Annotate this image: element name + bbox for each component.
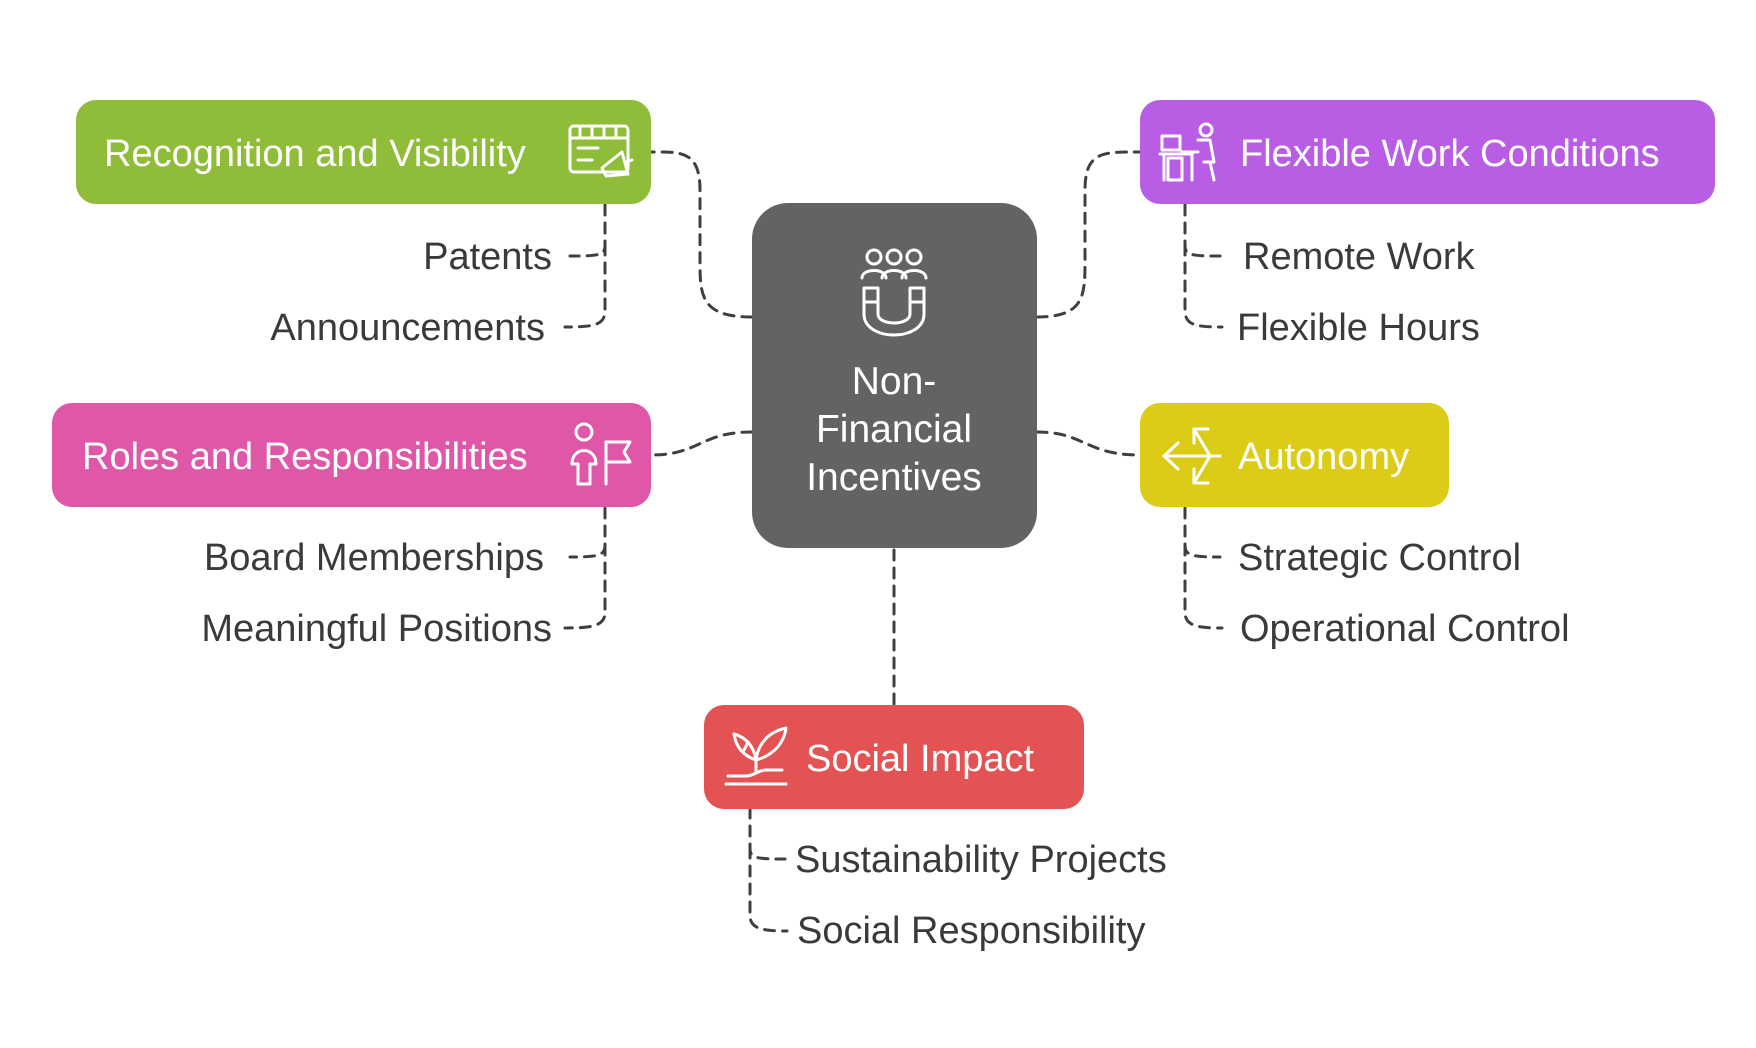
connector-autonomy-strategic <box>1183 506 1222 559</box>
calendar-megaphone-icon <box>568 124 634 178</box>
autonomy-item-strategic-control: Strategic Control <box>1238 537 1521 579</box>
roles-label: Roles and Responsibilities <box>82 436 528 478</box>
team-magnet-icon <box>860 248 928 337</box>
branch-flexible[interactable]: Flexible Work Conditions <box>1140 100 1715 204</box>
connector-center-flexible <box>1035 150 1142 319</box>
connector-flexible-hours <box>1183 243 1224 329</box>
center-node-box <box>752 203 1037 548</box>
roles-box[interactable] <box>52 403 651 507</box>
person-at-desk-icon <box>1158 122 1216 182</box>
center-title-line-3: Incentives <box>806 456 982 499</box>
branch-social[interactable]: Social Impact <box>704 705 1084 809</box>
connector-social-sustainability <box>748 806 787 861</box>
flexible-box[interactable] <box>1140 100 1715 204</box>
connector-recognition-announcements <box>563 243 607 329</box>
plant-hand-icon <box>724 726 788 786</box>
flexible-item-flexible-hours: Flexible Hours <box>1237 307 1480 349</box>
autonomy-item-operational-control: Operational Control <box>1240 608 1570 650</box>
social-item-sustainability-projects: Sustainability Projects <box>795 839 1167 881</box>
connector-center-roles <box>649 430 754 457</box>
recognition-label: Recognition and Visibility <box>104 133 526 175</box>
flexible-item-remote-work: Remote Work <box>1243 236 1476 278</box>
connector-flexible-remote <box>1183 203 1222 258</box>
flexible-label: Flexible Work Conditions <box>1240 133 1660 175</box>
branch-recognition[interactable]: Recognition and Visibility <box>76 100 651 204</box>
branch-roles[interactable]: Roles and Responsibilities <box>52 403 651 507</box>
roles-item-meaningful-positions: Meaningful Positions <box>201 608 552 650</box>
center-node: Non- Financial Incentives <box>752 203 1037 548</box>
person-flag-icon <box>570 422 632 486</box>
connector-roles-board <box>568 506 607 559</box>
connector-autonomy-operational <box>1183 543 1224 630</box>
recognition-box[interactable] <box>76 100 651 204</box>
autonomy-label: Autonomy <box>1238 436 1409 478</box>
connector-recognition-patents <box>568 203 607 258</box>
center-title-line-2: Financial <box>816 408 972 451</box>
social-item-social-responsibility: Social Responsibility <box>797 910 1146 952</box>
connector-social-responsibility <box>748 846 789 933</box>
connector-roles-meaningful <box>563 543 607 630</box>
autonomy-box[interactable] <box>1140 403 1449 507</box>
roles-item-board-memberships: Board Memberships <box>204 537 544 579</box>
recognition-item-patents: Patents <box>423 236 552 278</box>
connector-center-autonomy <box>1035 430 1142 457</box>
center-title-line-1: Non- <box>852 360 937 403</box>
connector-center-recognition <box>649 150 754 319</box>
branch-autonomy[interactable]: Autonomy <box>1140 403 1449 507</box>
direction-arrows-icon <box>1162 427 1222 485</box>
recognition-item-announcements: Announcements <box>270 307 545 349</box>
social-box[interactable] <box>704 705 1084 809</box>
social-label: Social Impact <box>806 738 1035 780</box>
